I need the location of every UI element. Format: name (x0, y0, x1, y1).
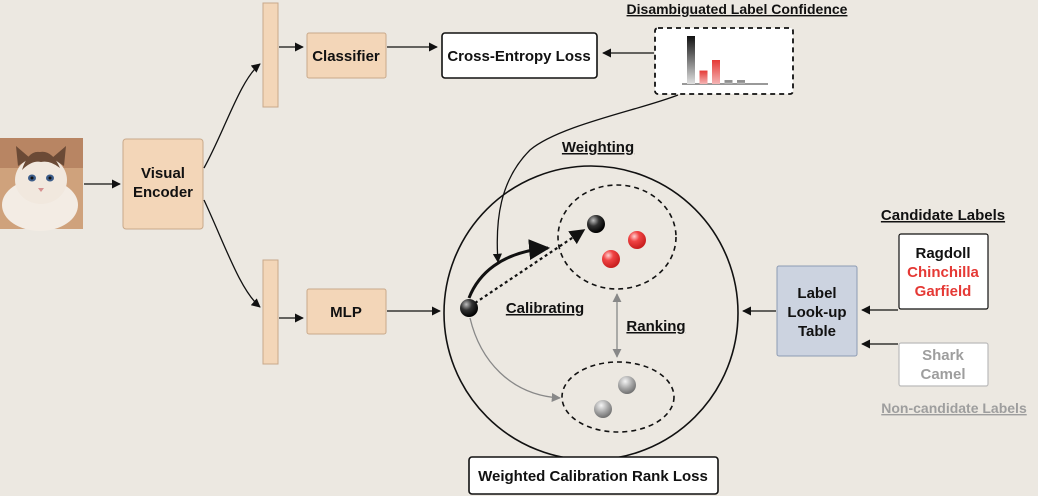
noncandidate-label-camel: Camel (920, 366, 965, 383)
input-cat-image (0, 138, 83, 231)
lookup-label-line1: Label (797, 285, 836, 302)
cross-entropy-loss-label: Cross-Entropy Loss (447, 48, 590, 65)
weighting-label: Weighting (562, 139, 634, 156)
candidate-point-garfield (602, 250, 620, 268)
candidate-label-chinchilla: Chinchilla (907, 264, 979, 281)
embedding-space-circle (443, 165, 739, 461)
visual-encoder-label-line2: Encoder (133, 184, 193, 201)
candidate-label-ragdoll: Ragdoll (916, 245, 971, 262)
noncandidate-label-shark: Shark (922, 347, 964, 364)
noncandidate-point-shark (618, 376, 636, 394)
candidate-labels-box (898, 233, 989, 310)
classifier-box: Classifier (306, 32, 387, 79)
noncandidate-labels-title: Non-candidate Labels (881, 400, 1027, 416)
candidate-point-chinchilla (628, 231, 646, 249)
mlp-box: MLP (306, 288, 387, 335)
confidence-bar-1 (699, 70, 708, 84)
confidence-bar-2 (712, 60, 720, 84)
classifier-label: Classifier (312, 48, 380, 65)
candidate-cluster-ellipse (557, 184, 677, 290)
arrow-encoder-to-bottom-feature (203, 199, 261, 308)
candidate-point-ragdoll (587, 215, 605, 233)
confidence-bar-3 (724, 80, 733, 84)
candidate-label-garfield: Garfield (915, 283, 972, 300)
feature-vector-top (262, 2, 279, 108)
feature-vector-bottom (262, 259, 279, 365)
sample-embedding-point (460, 299, 478, 317)
confidence-bars (687, 36, 745, 84)
ranking-label: Ranking (626, 318, 685, 335)
noncandidate-cluster-ellipse (561, 361, 675, 433)
noncandidate-labels-box (898, 342, 989, 387)
disambiguated-confidence-title: Disambiguated Label Confidence (627, 1, 848, 17)
weighted-calibration-rank-loss-box: Weighted Calibration Rank Loss (468, 456, 719, 495)
visual-encoder-box: Visual Encoder (122, 138, 204, 230)
arrow-to-noncandidate (469, 317, 561, 403)
confidence-bar-4 (737, 80, 745, 84)
arrow-encoder-to-top-feature (203, 63, 261, 169)
calibrating-label: Calibrating (506, 300, 584, 317)
lookup-label-line2: Look-up (787, 304, 846, 321)
visual-encoder-label-line1: Visual (141, 165, 185, 182)
candidate-labels-title: Candidate Labels (881, 207, 1005, 224)
confidence-bar-0 (687, 36, 695, 84)
arrow-weighting (492, 94, 679, 263)
mlp-label: MLP (330, 304, 362, 321)
cross-entropy-loss-box: Cross-Entropy Loss (441, 32, 598, 79)
wcr-loss-label: Weighted Calibration Rank Loss (478, 468, 708, 485)
noncandidate-point-camel (594, 400, 612, 418)
arrow-calibrating-dotted (474, 229, 586, 304)
lookup-label-line3: Table (798, 323, 836, 340)
arrow-calibrating-bold (467, 239, 551, 299)
label-lookup-table-box: Label Look-up Table (776, 265, 858, 357)
